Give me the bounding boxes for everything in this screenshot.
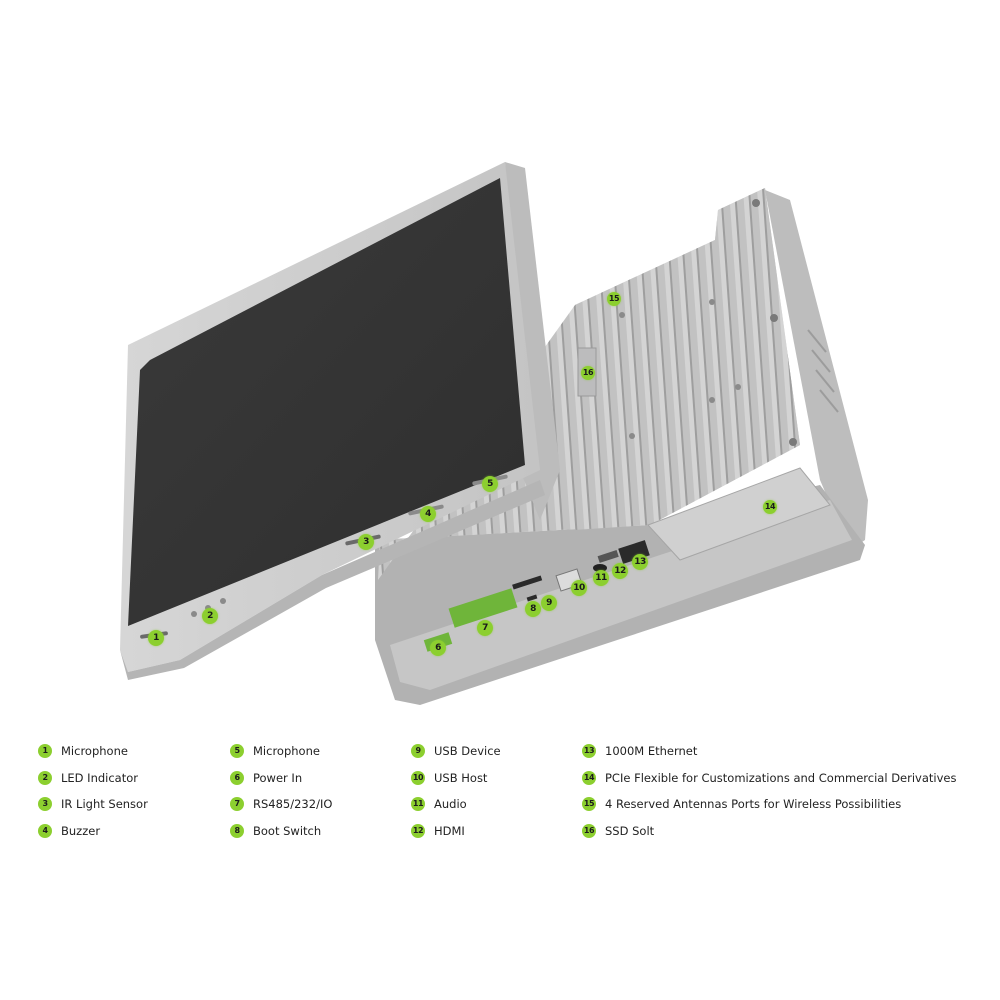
number-badge: 2 bbox=[38, 771, 52, 785]
panel-pc-illustration bbox=[120, 162, 868, 705]
number-badge: 7 bbox=[230, 797, 244, 811]
callout-9: 9 bbox=[541, 595, 557, 611]
number-badge: 8 bbox=[230, 824, 244, 838]
legend-label: Audio bbox=[434, 797, 467, 811]
number-badge: 11 bbox=[411, 797, 425, 811]
legend-item: 8 Boot Switch bbox=[230, 822, 321, 840]
callout-5: 5 bbox=[482, 476, 498, 492]
legend-label: Microphone bbox=[253, 744, 320, 758]
legend-label: USB Host bbox=[434, 771, 488, 785]
legend-label: RS485/232/IO bbox=[253, 797, 333, 811]
number-badge: 5 bbox=[230, 744, 244, 758]
legend-item: 11 Audio bbox=[411, 795, 467, 813]
callout-1: 1 bbox=[148, 630, 164, 646]
callout-4: 4 bbox=[420, 506, 436, 522]
callout-7: 7 bbox=[477, 620, 493, 636]
legend-item: 12 HDMI bbox=[411, 822, 465, 840]
callout-6: 6 bbox=[430, 640, 446, 656]
callout-15: 15 bbox=[607, 292, 621, 306]
legend-item: 6 Power In bbox=[230, 769, 302, 787]
legend-item: 2 LED Indicator bbox=[38, 769, 138, 787]
legend-item: 1 Microphone bbox=[38, 742, 128, 760]
number-badge: 6 bbox=[230, 771, 244, 785]
legend-label: Microphone bbox=[61, 744, 128, 758]
callout-11: 11 bbox=[593, 570, 609, 586]
legend-label: Boot Switch bbox=[253, 824, 322, 838]
callout-3: 3 bbox=[358, 534, 374, 550]
number-badge: 13 bbox=[582, 744, 596, 758]
number-badge: 3 bbox=[38, 797, 52, 811]
legend-label: Power In bbox=[253, 771, 303, 785]
legend-item: 5 Microphone bbox=[230, 742, 320, 760]
legend-label: 4 Reserved Antennas Ports for Wireless P… bbox=[605, 797, 902, 811]
legend-item: 4 Buzzer bbox=[38, 822, 100, 840]
legend-label: IR Light Sensor bbox=[61, 797, 148, 811]
number-badge: 14 bbox=[582, 771, 596, 785]
callout-10: 10 bbox=[571, 580, 587, 596]
legend-label: SSD Solt bbox=[605, 824, 655, 838]
callout-12: 12 bbox=[612, 563, 628, 579]
legend-label: LED Indicator bbox=[61, 771, 139, 785]
number-badge: 9 bbox=[411, 744, 425, 758]
legend-label: USB Device bbox=[434, 744, 501, 758]
legend-item: 14 PCIe Flexible for Customizations and C… bbox=[582, 769, 957, 787]
legend-label: HDMI bbox=[434, 824, 465, 838]
callout-8: 8 bbox=[525, 601, 541, 617]
legend-item: 10 USB Host bbox=[411, 769, 487, 787]
callout-2: 2 bbox=[202, 608, 218, 624]
legend-item: 13 1000M Ethernet bbox=[582, 742, 697, 760]
legend-item: 15 4 Reserved Antennas Ports for Wireless… bbox=[582, 795, 901, 813]
number-badge: 4 bbox=[38, 824, 52, 838]
callout-14: 14 bbox=[763, 500, 777, 514]
callout-16: 16 bbox=[581, 366, 595, 380]
number-badge: 1 bbox=[38, 744, 52, 758]
callout-13: 13 bbox=[632, 554, 648, 570]
legend-label: PCIe Flexible for Customizations and Com… bbox=[605, 771, 957, 785]
number-badge: 15 bbox=[582, 797, 596, 811]
legend-item: 3 IR Light Sensor bbox=[38, 795, 148, 813]
legend-item: 7 RS485/232/IO bbox=[230, 795, 332, 813]
front-unit bbox=[120, 162, 560, 680]
legend-label: Buzzer bbox=[61, 824, 101, 838]
legend-label: 1000M Ethernet bbox=[605, 744, 698, 758]
feature-legend: 1 Microphone 2 LED Indicator 3 IR Light Sen… bbox=[38, 742, 988, 842]
number-badge: 12 bbox=[411, 824, 425, 838]
legend-item: 9 USB Device bbox=[411, 742, 501, 760]
legend-item: 16 SSD Solt bbox=[582, 822, 654, 840]
number-badge: 16 bbox=[582, 824, 596, 838]
number-badge: 10 bbox=[411, 771, 425, 785]
product-illustration: 1 2 3 4 5 6 7 8 9 10 11 12 13 14 15 16 bbox=[120, 162, 868, 705]
